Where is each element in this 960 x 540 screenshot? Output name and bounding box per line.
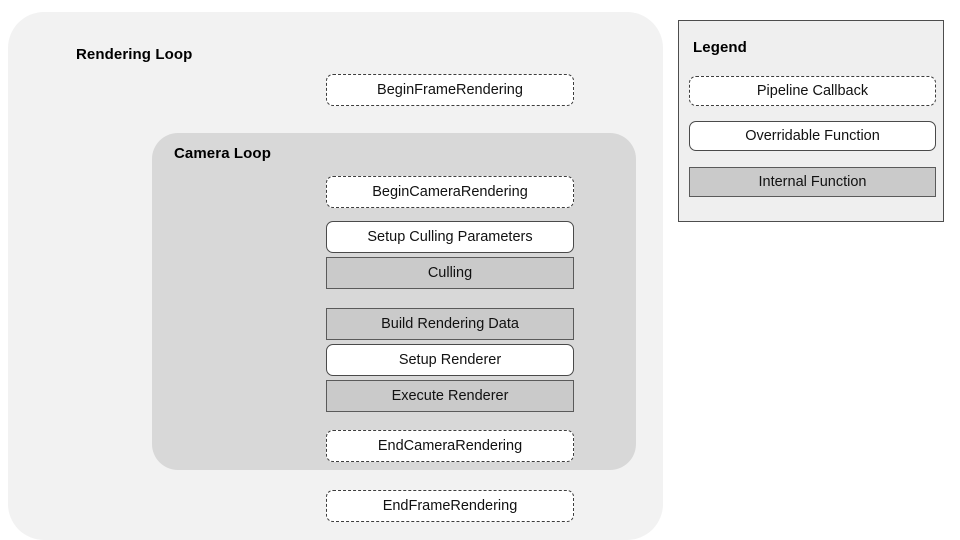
node-label: BeginFrameRendering — [377, 82, 523, 98]
legend-item-overridable-function: Overridable Function — [689, 121, 936, 151]
legend-item-pipeline-callback: Pipeline Callback — [689, 76, 936, 106]
node-end-camera-rendering[interactable]: EndCameraRendering — [326, 430, 574, 462]
node-label: EndCameraRendering — [377, 438, 523, 454]
node-label: Setup Renderer — [398, 352, 502, 368]
rendering-loop-title: Rendering Loop — [76, 46, 193, 63]
legend-title: Legend — [693, 39, 747, 56]
node-label: Culling — [427, 265, 473, 281]
legend-item-label: Overridable Function — [745, 128, 880, 144]
node-begin-frame-rendering[interactable]: BeginFrameRendering — [326, 74, 574, 106]
node-setup-renderer[interactable]: Setup Renderer — [326, 344, 574, 376]
legend-item-label: Internal Function — [758, 174, 867, 190]
legend-panel: Legend Pipeline Callback Overridable Fun… — [678, 20, 944, 222]
node-label: Build Rendering Data — [381, 316, 519, 332]
node-setup-culling-parameters[interactable]: Setup Culling Parameters — [326, 221, 574, 253]
node-label: EndFrameRendering — [382, 498, 518, 514]
legend-item-internal-function: Internal Function — [689, 167, 936, 197]
node-execute-renderer[interactable]: Execute Renderer — [326, 380, 574, 412]
node-culling[interactable]: Culling — [326, 257, 574, 289]
node-end-frame-rendering[interactable]: EndFrameRendering — [326, 490, 574, 522]
node-label: Execute Renderer — [391, 388, 509, 404]
node-label: Setup Culling Parameters — [367, 229, 533, 245]
camera-loop-title: Camera Loop — [174, 145, 271, 162]
node-begin-camera-rendering[interactable]: BeginCameraRendering — [326, 176, 574, 208]
node-build-rendering-data[interactable]: Build Rendering Data — [326, 308, 574, 340]
node-label: BeginCameraRendering — [372, 184, 528, 200]
legend-item-label: Pipeline Callback — [756, 83, 869, 99]
